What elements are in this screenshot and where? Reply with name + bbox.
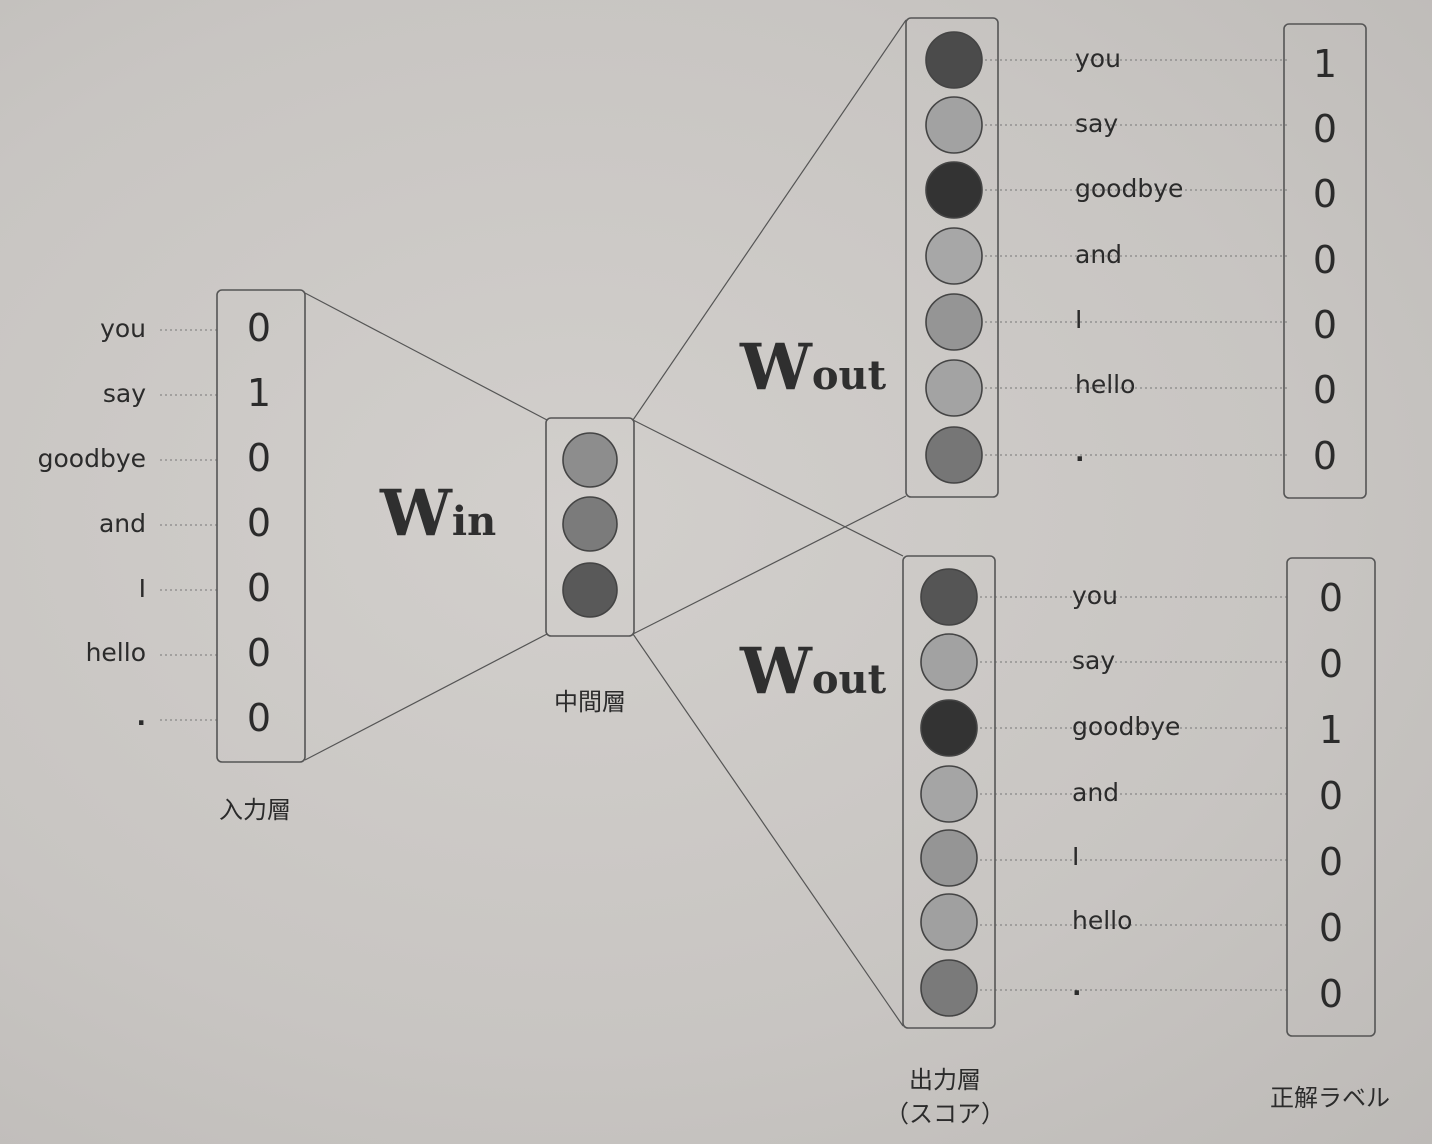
output-word-label: I (1075, 305, 1083, 334)
w-out-top-sub: out (811, 352, 887, 399)
w-in-sub: in (451, 498, 497, 545)
label-value: 0 (1312, 238, 1338, 282)
output-neuron (920, 633, 978, 691)
output-word-label: you (1075, 44, 1121, 73)
output-word-label: you (1072, 581, 1118, 610)
connection-lines (304, 19, 907, 1027)
output-word-label: say (1072, 646, 1116, 675)
wout-top-connection-upper (632, 19, 907, 421)
input-word-label: goodbye (37, 444, 146, 473)
output-neuron (925, 227, 983, 285)
output-neuron (920, 959, 978, 1017)
input-guides (160, 329, 218, 721)
wout-bottom-connection-upper (632, 419, 904, 557)
input-word-label: I (138, 574, 146, 603)
hidden-neuron (562, 496, 618, 552)
output-neuron (925, 359, 983, 417)
output-word-label: . (1075, 438, 1085, 467)
output-neuron (925, 161, 983, 219)
output-neuron (920, 699, 978, 757)
label-top-box (1283, 23, 1367, 499)
input-word-label: hello (85, 638, 146, 667)
w-out-bottom-main: W (740, 634, 812, 709)
input-value: 0 (246, 306, 272, 350)
output-layer-subcaption: （スコア） (885, 1100, 1005, 1128)
input-value: 0 (246, 436, 272, 480)
output-word-label: hello (1072, 906, 1133, 935)
output-neuron (925, 31, 983, 89)
wout-top-connection-lower (632, 495, 907, 635)
output-word-label: goodbye (1075, 174, 1184, 203)
top-output-guides (985, 59, 1288, 456)
input-word-label: . (136, 702, 147, 731)
label-value: 0 (1318, 972, 1344, 1016)
output-neuron (925, 426, 983, 484)
w-in-main: W (380, 476, 452, 551)
w-out-bottom-label: Wout (740, 634, 886, 709)
label-value: 0 (1318, 576, 1344, 620)
input-layer-caption: 入力層 (219, 796, 291, 824)
output-neuron (920, 829, 978, 887)
correct-label-caption: 正解ラベル (1270, 1084, 1390, 1112)
input-value: 0 (246, 631, 272, 675)
output-word-label: say (1075, 109, 1119, 138)
output-word-label: and (1075, 240, 1123, 269)
label-value: 0 (1318, 642, 1344, 686)
input-value: 1 (246, 371, 272, 415)
output-word-label: and (1072, 778, 1120, 807)
bottom-output-guides (980, 596, 1288, 991)
output-layer-caption: 出力層 (909, 1066, 981, 1094)
input-value: 0 (246, 696, 272, 740)
win-connection-bottom (304, 633, 548, 761)
output-word-label: hello (1075, 370, 1136, 399)
output-bottom-box (902, 555, 996, 1029)
output-word-label: goodbye (1072, 712, 1181, 741)
hidden-neuron (562, 432, 618, 488)
label-bottom-box (1286, 557, 1376, 1037)
win-connection-top (304, 292, 548, 421)
w-out-bottom-sub: out (811, 656, 887, 703)
wout-bottom-connection-lower (632, 633, 904, 1027)
label-value: 0 (1318, 774, 1344, 818)
output-word-label: . (1072, 972, 1082, 1001)
hidden-neuron (562, 562, 618, 618)
input-vector-box (216, 289, 306, 763)
w-out-top-main: W (740, 330, 812, 405)
label-value: 0 (1312, 303, 1338, 347)
label-value: 0 (1312, 368, 1338, 412)
output-word-label: I (1072, 842, 1080, 871)
output-neuron (920, 568, 978, 626)
output-neuron (920, 765, 978, 823)
input-value: 0 (246, 501, 272, 545)
output-neuron (925, 293, 983, 351)
input-value: 0 (246, 566, 272, 610)
input-word-label: and (98, 509, 146, 538)
input-word-label: you (100, 314, 146, 343)
output-neuron (920, 893, 978, 951)
output-top-box (905, 17, 999, 498)
label-value: 0 (1312, 107, 1338, 151)
label-value: 0 (1312, 172, 1338, 216)
w-out-top-label: Wout (740, 330, 886, 405)
label-value: 1 (1312, 42, 1338, 86)
hidden-layer-box (545, 417, 635, 637)
hidden-layer-caption: 中間層 (554, 688, 626, 716)
w-in-label: Win (380, 476, 496, 551)
label-value: 0 (1318, 906, 1344, 950)
label-value: 1 (1318, 708, 1344, 752)
label-value: 0 (1312, 434, 1338, 478)
output-neuron (925, 96, 983, 154)
label-value: 0 (1318, 840, 1344, 884)
input-word-label: say (102, 379, 146, 408)
